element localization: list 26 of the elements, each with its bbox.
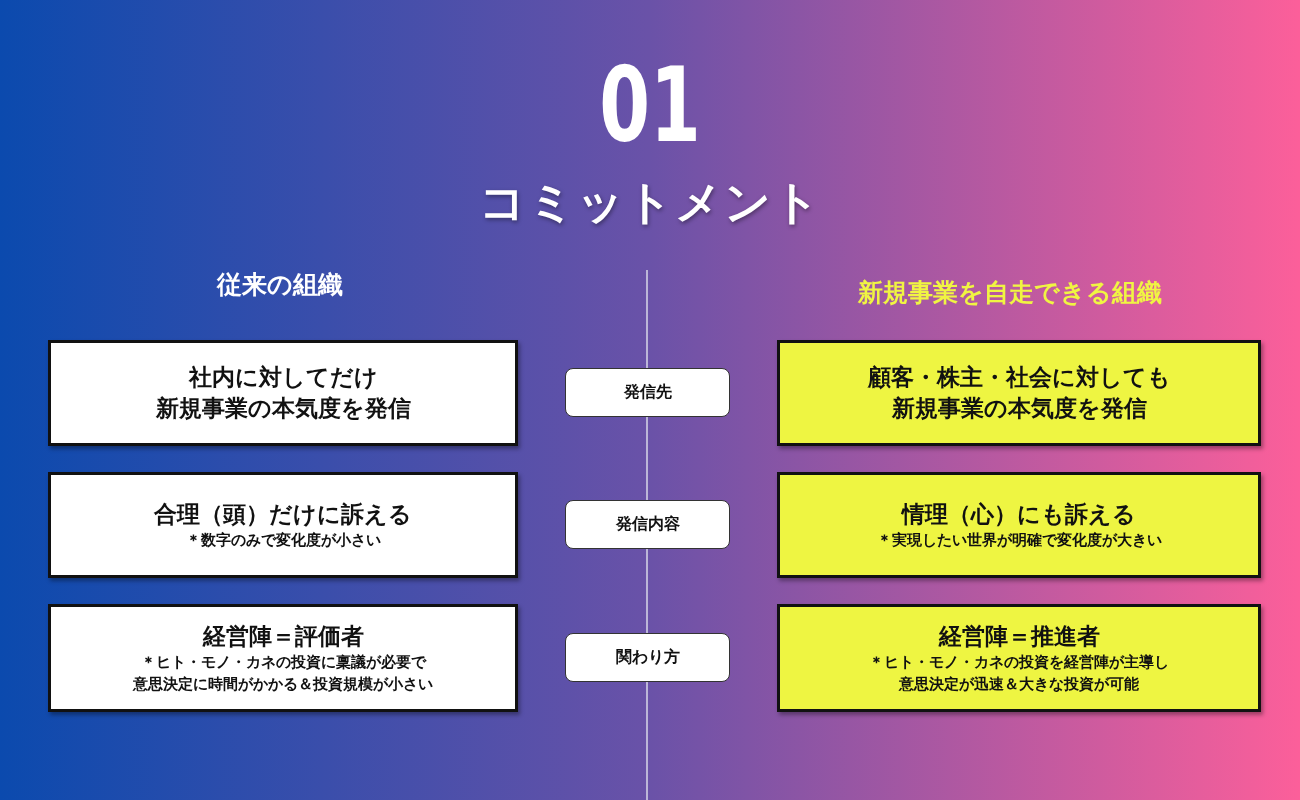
- box-note: ＊数字のみで変化度が小さい: [185, 529, 381, 551]
- content-box: [48, 340, 518, 446]
- box-note: ＊実現したい世界が明確で変化度が大きい: [876, 529, 1162, 551]
- content-box: [777, 472, 1261, 578]
- box-note: ＊ヒト・モノ・カネの投資を経営陣が主導し意思決定が迅速＆大きな投資が可能: [869, 651, 1169, 695]
- box-heading: 経営陣＝推進者: [938, 621, 1100, 651]
- box-heading: 情理（心）にも訴える: [902, 499, 1136, 529]
- column-heading: 新規事業を自走できる組織: [857, 277, 1163, 309]
- content-box: [48, 472, 518, 578]
- pill-text: 発信先: [623, 382, 672, 403]
- category-label-pill: [565, 368, 730, 417]
- content-box: [48, 604, 518, 712]
- box-heading: 合理（頭）だけに訴える: [154, 499, 412, 529]
- box-heading: 経営陣＝評価者: [202, 621, 364, 651]
- section-number: 01: [598, 48, 702, 163]
- section-title: コミットメント: [477, 174, 823, 231]
- content-box: [777, 340, 1261, 446]
- column-heading: 従来の組織: [215, 269, 344, 301]
- category-label-pill: [565, 500, 730, 549]
- content-box: [777, 604, 1261, 712]
- category-label-pill: [565, 633, 730, 682]
- box-note: ＊ヒト・モノ・カネの投資に稟議が必要で意思決定に時間がかかる＆投資規模が小さい: [133, 651, 433, 695]
- box-heading: 顧客・株主・社会に対しても新規事業の本気度を発信: [867, 362, 1171, 423]
- box-heading: 社内に対してだけ新規事業の本気度を発信: [155, 362, 411, 423]
- pill-text: 発信内容: [615, 514, 680, 535]
- pill-text: 関わり方: [615, 647, 680, 668]
